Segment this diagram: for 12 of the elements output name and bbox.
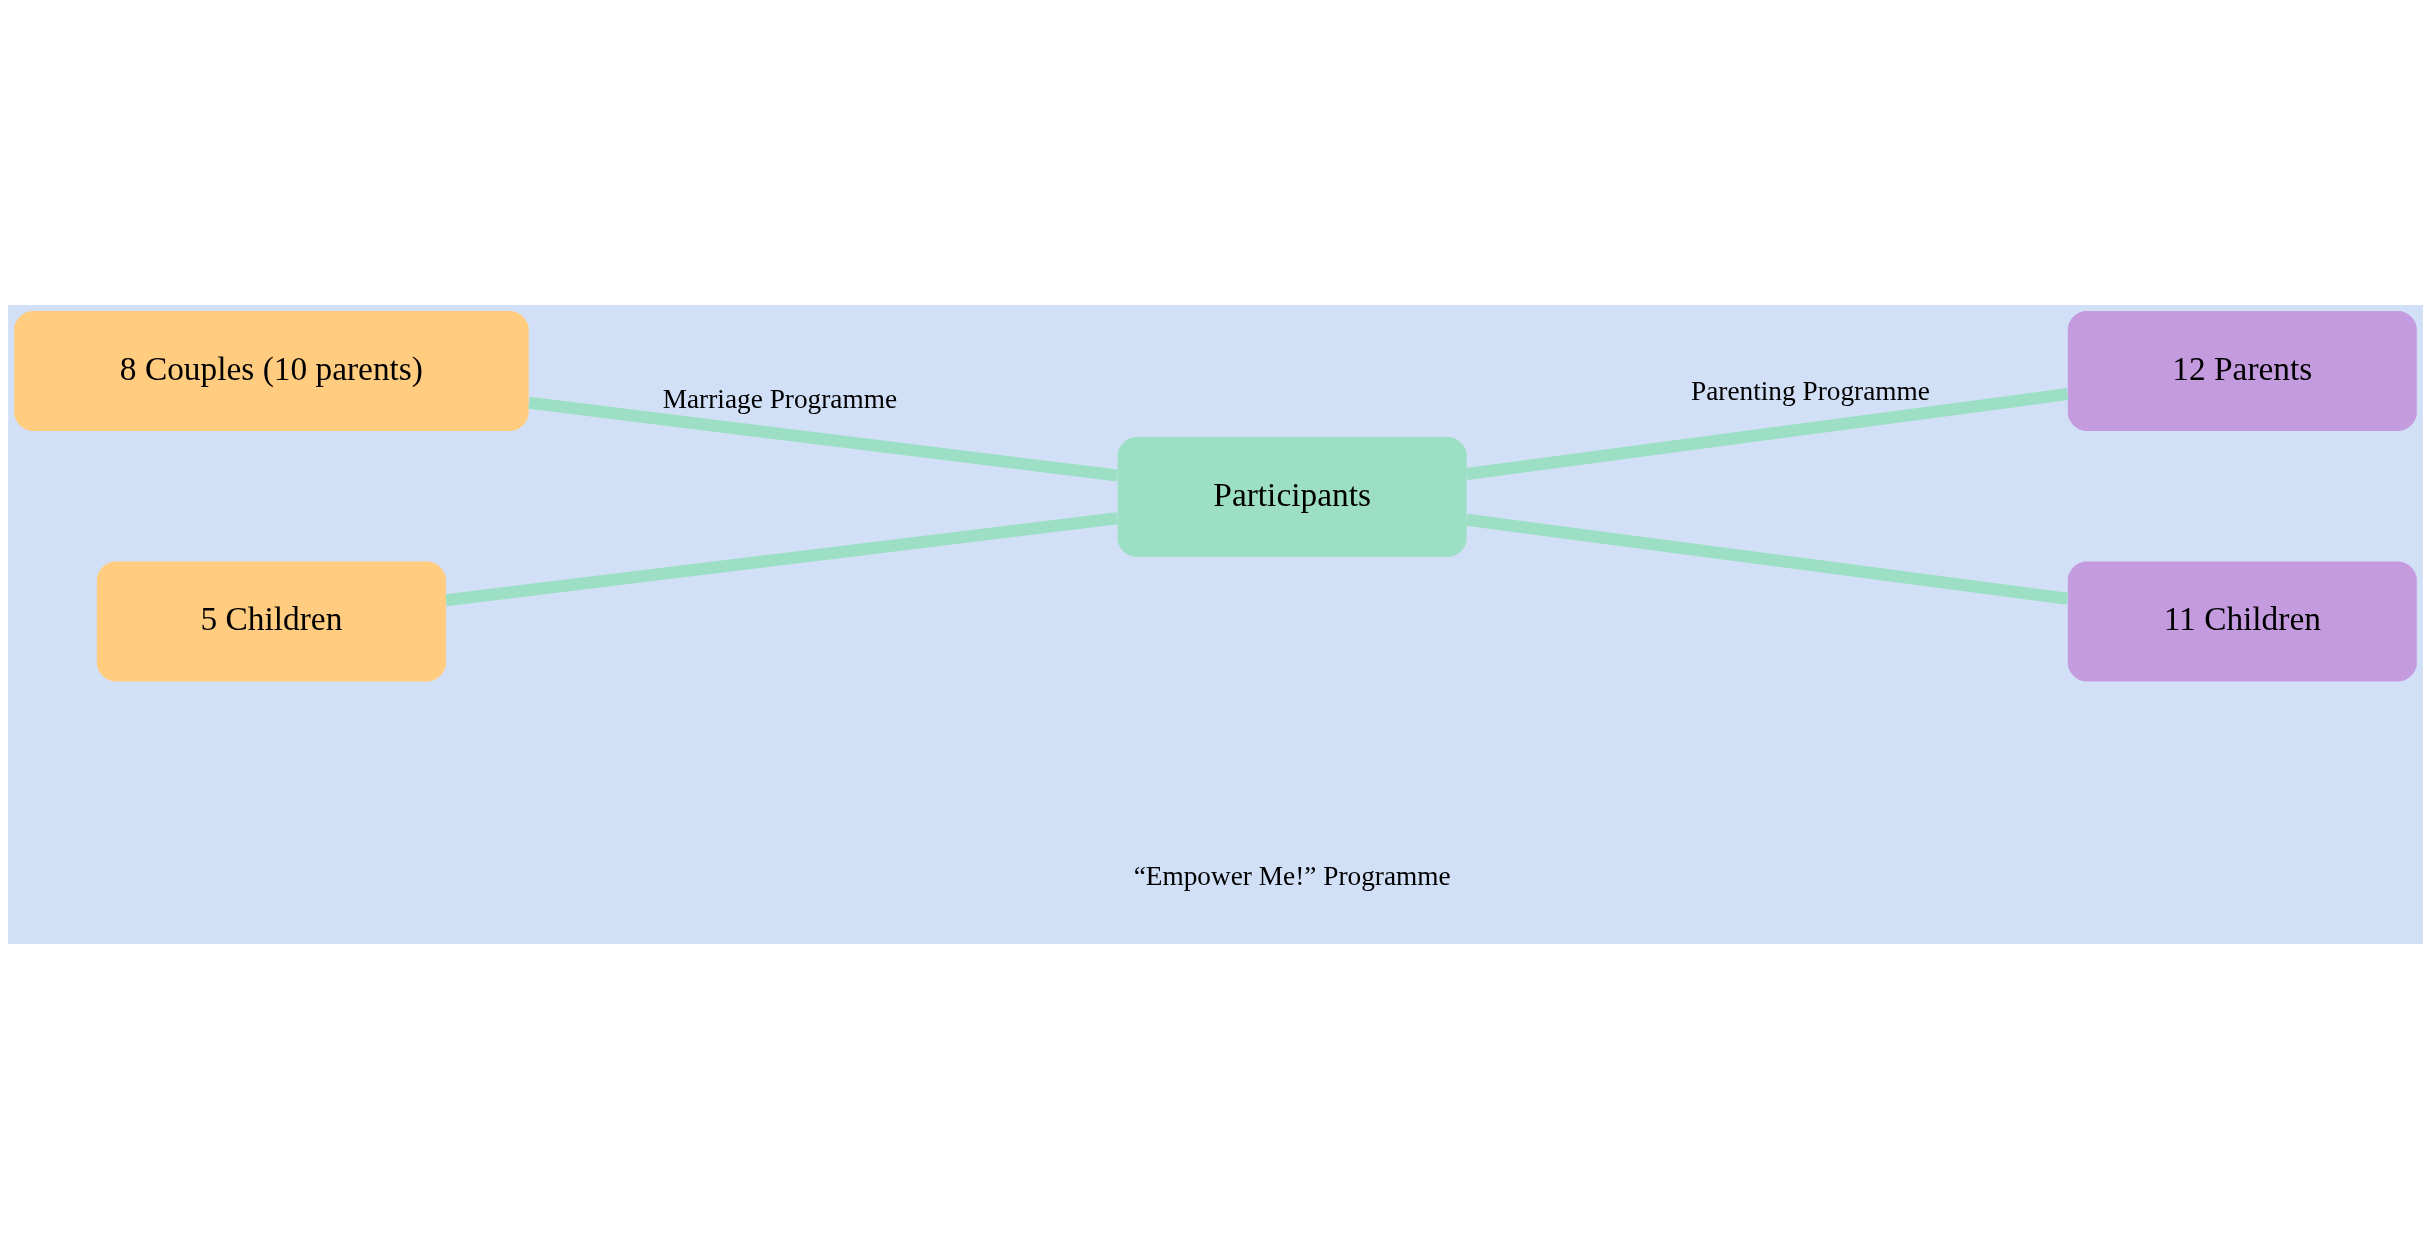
node-box: 11 Children: [2067, 561, 2417, 681]
connector: [445, 511, 1119, 606]
connector: [1466, 513, 2069, 605]
node-box: 8 Couples (10 parents): [14, 310, 529, 431]
node-box: 5 Children: [96, 561, 446, 681]
node-box: Participants: [1117, 436, 1467, 557]
connector: [1466, 387, 2069, 480]
node-box: 12 Parents: [2067, 310, 2417, 431]
edge-label: Marriage Programme: [662, 383, 898, 414]
connector: [528, 396, 1119, 482]
label: “Empower Me!” Programme: [1133, 860, 1451, 891]
edge-label: Parenting Programme: [1691, 375, 1930, 406]
